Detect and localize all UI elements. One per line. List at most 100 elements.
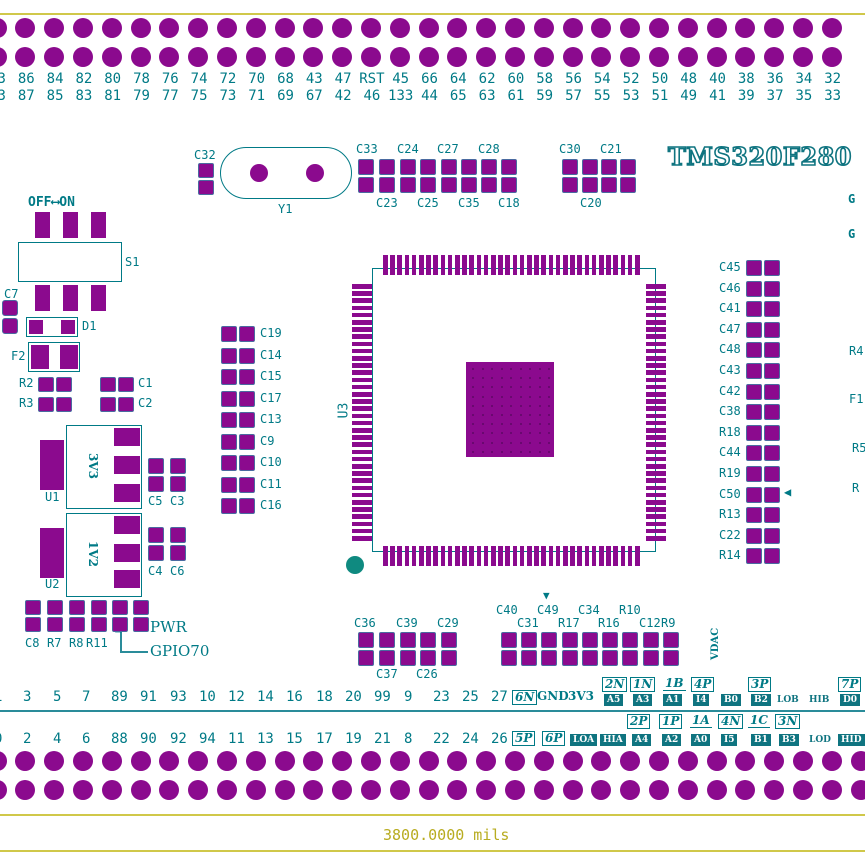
header-hole: [562, 751, 583, 771]
u2-tab: [40, 528, 64, 578]
u1-tab: [40, 440, 64, 490]
mcu-via: [500, 377, 503, 380]
mcu-pin: [646, 284, 666, 289]
header-hole: [591, 18, 612, 38]
cap-pad: [148, 458, 164, 474]
cap-pad: [239, 347, 255, 364]
header-hole: [418, 18, 439, 38]
cap-pad: [562, 159, 578, 175]
component-label: C36: [354, 616, 376, 630]
mcu-pin: [570, 546, 575, 566]
cap-pad: [100, 377, 116, 392]
mcu-pin: [646, 305, 666, 311]
mcu-via: [519, 432, 522, 435]
mcu-pin: [352, 291, 372, 296]
component-label: C29: [437, 616, 459, 630]
mcu-via: [481, 414, 484, 416]
gpio70-label: GPIO70: [150, 642, 210, 660]
mcu-via: [519, 423, 522, 426]
mcu-pin: [646, 320, 666, 325]
header-hole: [130, 18, 151, 38]
cap-pad: [764, 548, 780, 565]
component-label: R2: [19, 376, 34, 390]
u1-value: 3V3: [86, 452, 101, 480]
header-hole: [562, 780, 583, 800]
component-label: C50: [719, 486, 741, 501]
component-label: C40: [496, 603, 518, 617]
mcu-via: [510, 368, 512, 370]
header-pin-label: 10: [199, 689, 216, 705]
mcu-pin: [563, 546, 568, 566]
header-pin-label: 9: [404, 689, 413, 705]
gpio-arrow-line: [120, 632, 122, 652]
mcu-pin: [534, 255, 539, 275]
header-pin-label: 46: [363, 88, 381, 104]
mark-g-1: G: [848, 192, 856, 206]
header-pin-label: 86: [17, 71, 35, 87]
mcu-pin: [352, 363, 372, 368]
mcu-pin: [352, 456, 372, 462]
mcu-via: [519, 377, 522, 380]
component-label: R: [852, 481, 860, 495]
pwr-label: PWR: [150, 618, 187, 636]
mcu-via: [519, 450, 522, 453]
header-hole: [44, 47, 65, 67]
mcu-via: [491, 423, 493, 426]
mcu-pin: [599, 546, 604, 566]
header-hole: [332, 780, 353, 800]
cap-pad: [481, 159, 497, 175]
mcu-pin: [352, 528, 372, 534]
component-label: C3: [170, 494, 185, 508]
component-label: C21: [600, 142, 622, 156]
component-label: C23: [376, 196, 398, 210]
header-hole: [389, 780, 410, 800]
header-pin-label: 78: [133, 71, 150, 87]
header-hole: [735, 780, 756, 800]
header-hole: [44, 780, 65, 800]
cap-pad: [746, 404, 762, 421]
header-hole: [72, 18, 93, 38]
component-label: C12: [639, 616, 661, 630]
cap-pad: [358, 650, 374, 666]
mcu-pin: [646, 356, 666, 361]
header-hole: [303, 751, 324, 771]
component-label: C10: [260, 455, 282, 469]
switch-pin: [63, 285, 78, 311]
mcu-pin: [491, 255, 496, 275]
mcu-pin: [352, 428, 372, 433]
header-pin-label: 49: [680, 88, 698, 104]
cap-pad: [170, 458, 186, 474]
header-pin-label: 73: [219, 88, 237, 104]
header-pin-label: 33: [824, 88, 842, 104]
cap-pad: [69, 617, 85, 632]
mcu-via: [500, 386, 503, 389]
header-pin-label: 17: [316, 731, 333, 747]
header-hole: [504, 47, 525, 67]
crystal-ref: Y1: [278, 202, 293, 216]
cap-pad: [461, 177, 477, 193]
mcu-pin: [390, 546, 395, 566]
cap-pad: [100, 397, 116, 412]
header-pin-label: 53: [622, 88, 640, 104]
header-pin-label: 61: [507, 88, 525, 104]
mcu-pin: [512, 546, 518, 566]
switch-pin: [91, 212, 106, 238]
header-hole: [303, 18, 324, 38]
cap-pad: [239, 369, 255, 385]
cap-pad: [746, 527, 762, 544]
mcu-pin: [352, 492, 372, 498]
mcu-pin: [352, 327, 372, 332]
header-hole: [504, 780, 525, 800]
header-pin-label: 80: [104, 71, 122, 87]
mcu-pin: [352, 507, 372, 512]
mcu-pin: [646, 521, 666, 527]
mcu-pin: [447, 546, 453, 566]
mcu-via: [491, 395, 493, 398]
u1-pin: [114, 484, 140, 502]
cap-pad: [521, 632, 537, 648]
mcu-pin: [646, 528, 666, 534]
mcu-via: [538, 441, 541, 444]
cap-pad: [582, 177, 598, 193]
header-hole: [360, 780, 381, 800]
header-hole: [706, 47, 727, 67]
